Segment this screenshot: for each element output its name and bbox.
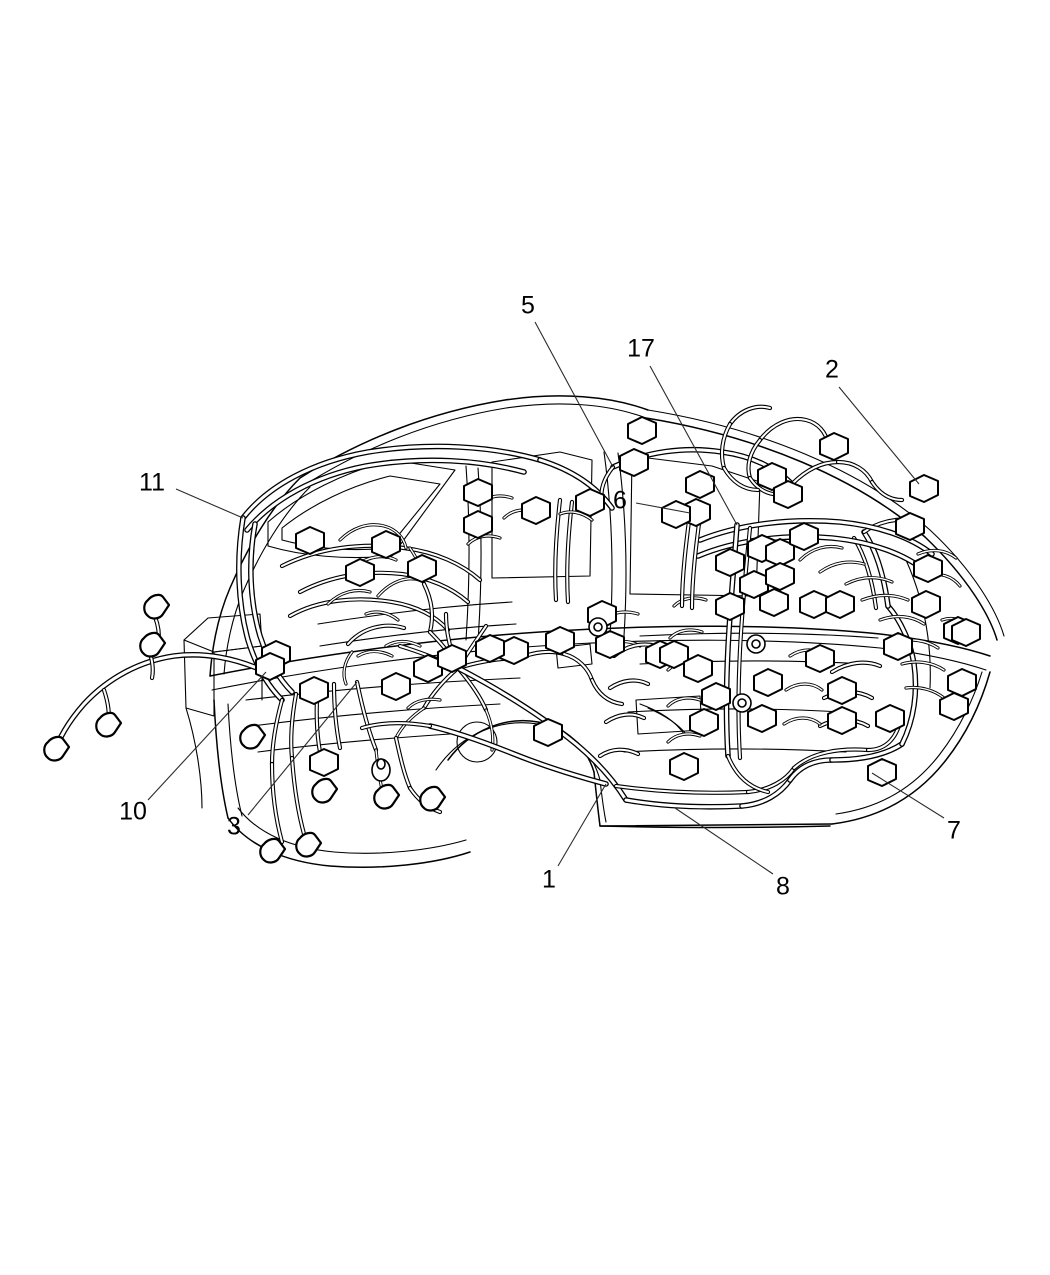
callout-number-11: 11 xyxy=(139,469,165,497)
callout-11: 11 xyxy=(139,469,244,519)
callout-number-2: 2 xyxy=(825,356,839,384)
callout-leader-5 xyxy=(534,321,614,468)
callout-leader-3 xyxy=(247,681,358,816)
callout-number-5: 5 xyxy=(521,292,535,320)
callout-leader-10 xyxy=(147,671,267,801)
callout-1: 1 xyxy=(542,783,607,894)
harness-left-floor-drops xyxy=(269,679,443,845)
callout-leader-17 xyxy=(649,365,738,526)
callout-number-10: 10 xyxy=(119,798,147,826)
callout-leader-8 xyxy=(674,807,774,875)
callout-leader-7 xyxy=(871,772,945,819)
bulb-socket-terminal xyxy=(43,593,447,864)
harness-rocker-left xyxy=(359,721,609,787)
grommet-ring xyxy=(371,617,766,782)
callout-number-8: 8 xyxy=(776,873,790,901)
harness-tail-left xyxy=(51,607,269,757)
callout-leader-11 xyxy=(175,488,244,519)
callout-2: 2 xyxy=(825,356,920,485)
callout-6: 6 xyxy=(613,487,691,515)
harness-center-left-tangle xyxy=(356,610,442,710)
connector-block xyxy=(255,416,981,787)
callout-number-1: 1 xyxy=(542,866,556,894)
callout-17: 17 xyxy=(627,335,738,526)
callout-3: 3 xyxy=(227,681,358,841)
callout-7: 7 xyxy=(871,772,961,845)
callout-8: 8 xyxy=(674,807,790,901)
harness-mid-right-drop xyxy=(666,522,771,795)
harness-headliner-loops xyxy=(279,523,483,686)
callout-5: 5 xyxy=(521,292,614,468)
harness-quarter-left xyxy=(466,494,594,605)
callout-number-6: 6 xyxy=(613,487,627,515)
callout-number-7: 7 xyxy=(947,817,961,845)
harness-mid-left-drop xyxy=(679,510,703,611)
callout-leader-2 xyxy=(838,386,920,485)
callout-layer: 5 17 2 11 6 10 3 1 8 7 xyxy=(119,292,961,901)
callout-leader-1 xyxy=(557,783,607,867)
callout-number-3: 3 xyxy=(227,813,241,841)
callout-number-17: 17 xyxy=(627,335,655,363)
callout-leader-6 xyxy=(635,502,691,514)
harness-rear-loops-center xyxy=(517,610,642,707)
callout-10: 10 xyxy=(119,671,267,826)
harness-roof-left xyxy=(236,443,615,703)
harness-connectors xyxy=(43,416,981,864)
